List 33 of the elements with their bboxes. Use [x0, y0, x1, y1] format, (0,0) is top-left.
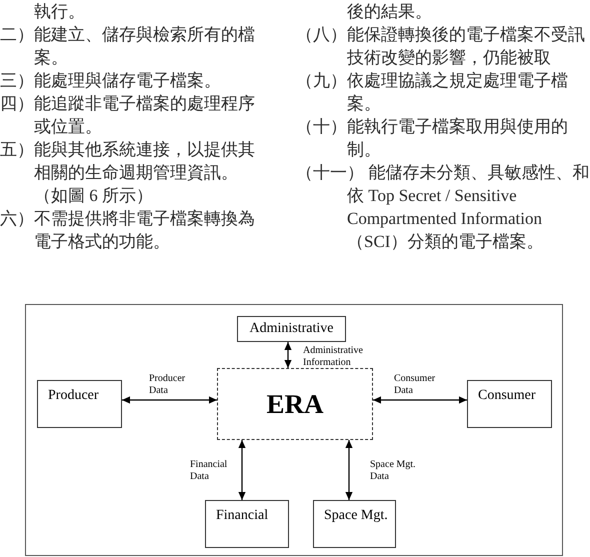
double-arrow	[122, 396, 217, 404]
double-arrow	[373, 396, 467, 404]
edge-label: Financial Data	[190, 459, 228, 483]
list-item: （八）能保證轉換後的電子檔案不受訊技術改變的影響，仍能被取	[296, 24, 586, 69]
list-item: （十一） 能儲存未分類、具敏感性、和依 Top Secret / Sensitive Compartmented Information（SCI）分類的電子檔案。	[296, 162, 590, 253]
process-box	[313, 500, 396, 548]
process-box	[205, 500, 289, 548]
dashed-system-box	[217, 368, 373, 440]
list-item: （九）依處理協議之規定處理電子檔案。	[296, 70, 569, 115]
list-item: 三）能處理與儲存電子檔案。	[0, 70, 222, 92]
double-arrow	[345, 440, 353, 500]
box-label: Space Mgt.	[324, 508, 389, 524]
edge-label: Consumer Data	[394, 373, 436, 397]
edge-label: Space Mgt. Data	[370, 459, 417, 483]
process-box	[37, 380, 122, 428]
edge-label: Administrative Information	[303, 345, 364, 369]
box-label: Producer	[48, 388, 100, 404]
edge-label: Producer Data	[149, 373, 186, 397]
double-arrow	[238, 440, 246, 500]
process-box	[237, 316, 346, 342]
box-label: Administrative	[250, 321, 334, 337]
process-box	[467, 380, 552, 428]
list-item: 二）能建立、儲存與檢索所有的檔案。	[0, 24, 256, 69]
box-label: Consumer	[478, 388, 537, 404]
list-item: （十）能執行電子檔案取用與使用的制。	[296, 116, 569, 161]
list-item: 四）能追蹤非電子檔案的處理程序或位置。	[0, 93, 256, 138]
continuation-text: 執行。	[33, 1, 86, 23]
double-arrow	[284, 342, 292, 368]
continuation-text: 後的結果。	[346, 1, 433, 23]
box-label: Financial	[216, 508, 270, 524]
box-label: ERA	[266, 389, 324, 419]
list-item: 五）能與其他系統連接，以提供其相關的生命週期管理資訊。（如圖 6 所示）	[0, 139, 256, 207]
list-item: 六）不需提供將非電子檔案轉換為電子格式的功能。	[0, 208, 256, 253]
